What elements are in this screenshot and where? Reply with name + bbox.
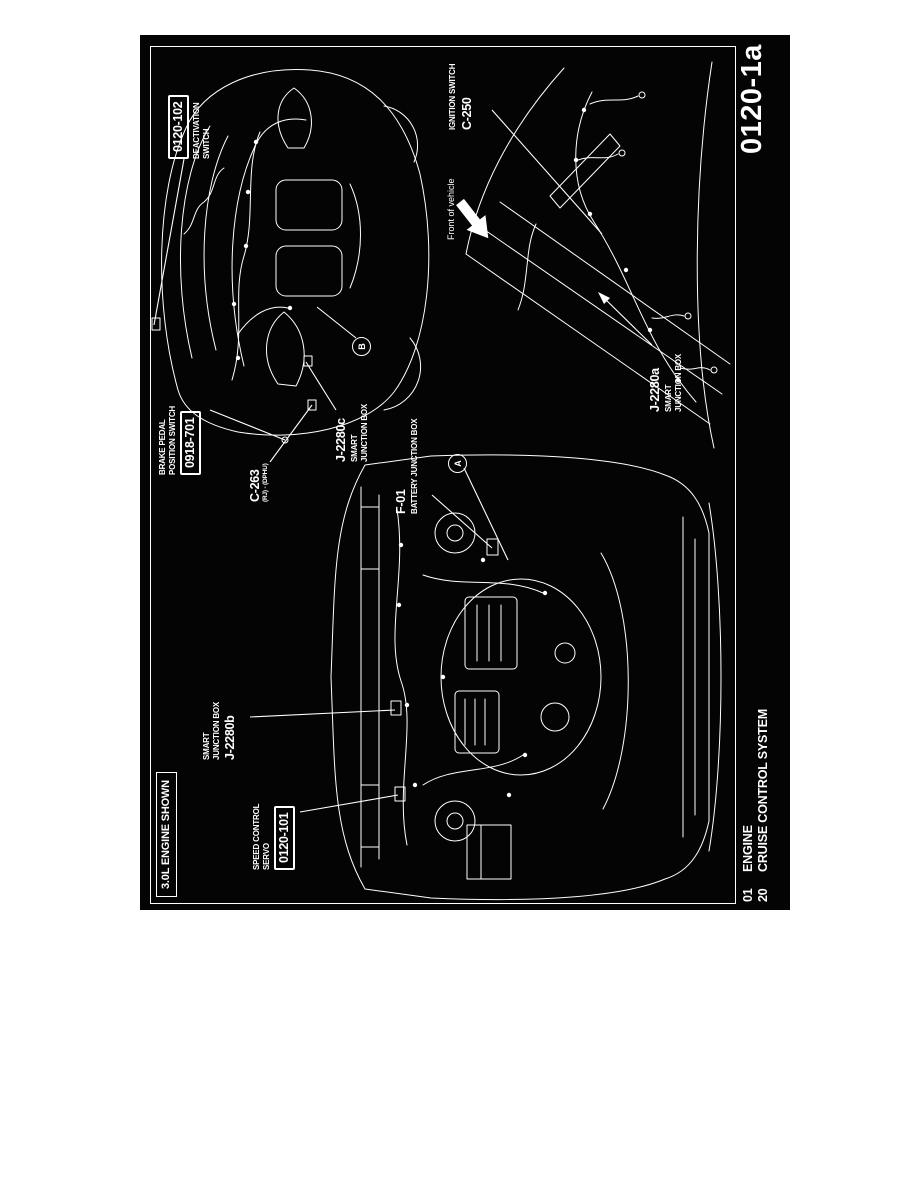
front-of-vehicle-label: Front of vehicle — [446, 178, 456, 240]
ref-box-0120-102: 0120-102 — [168, 94, 189, 159]
deactivation-switch-label: 0120-102 DEACTIVATION SWITCH — [168, 94, 211, 159]
leader-lines — [153, 109, 653, 813]
figure-number: 0120-1a — [736, 44, 768, 154]
ref-box-0120-101: 0120-101 — [274, 805, 295, 870]
engine-bay-line-art — [330, 454, 722, 901]
connector-c263-label: C-263 (RJ) - (DPHU) — [248, 463, 269, 502]
footer-row-system: 20CRUISE CONTROL SYSTEM — [756, 709, 770, 902]
interior-line-art — [151, 69, 430, 444]
smart-junction-box-c-label: J-2280c SMART JUNCTION BOX — [334, 403, 369, 462]
view-marker-b: B — [352, 337, 371, 356]
ignition-switch-label: IGNITION SWITCH C-250 — [448, 63, 474, 130]
front-of-vehicle-arrow — [456, 198, 489, 239]
footer-row-engine: 01ENGINE — [741, 825, 755, 902]
ref-box-0918-701: 0918-701 — [180, 410, 201, 475]
footer-legend: 01ENGINE 20CRUISE CONTROL SYSTEM — [741, 709, 771, 902]
engine-caption-box: 3.0L ENGINE SHOWN — [156, 772, 177, 897]
view-marker-a: A — [448, 454, 467, 473]
figure-panel: 3.0L ENGINE SHOWN SPEED CONTROL SERVO 01… — [140, 35, 790, 910]
speed-control-servo-label: SPEED CONTROL SERVO 0120-101 — [252, 804, 295, 870]
brake-pedal-position-switch-label: BRAKE PEDAL POSITION SWITCH 0918-701 — [158, 406, 201, 475]
smart-junction-box-a-label: J-2280a SMART JUNCTION BOX — [648, 353, 683, 412]
battery-junction-box-label: F-01 BATTERY JUNCTION BOX — [394, 418, 419, 514]
smart-junction-box-b-label: SMART JUNCTION BOX J-2280b — [202, 701, 237, 760]
